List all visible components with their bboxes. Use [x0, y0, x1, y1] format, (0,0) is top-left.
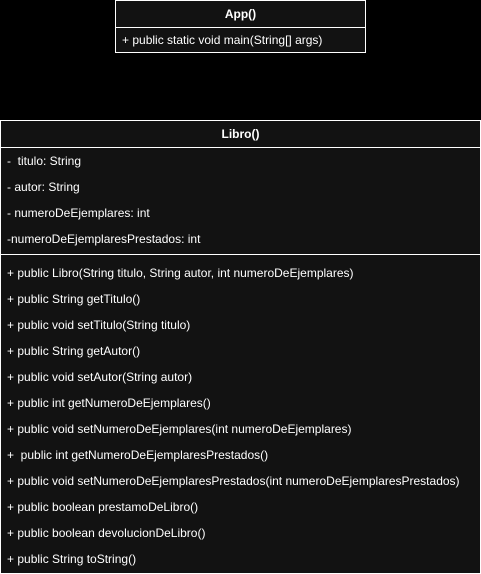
app-class-name: App(): [116, 1, 365, 28]
method-set-autor: + public void setAutor(String autor): [7, 370, 193, 384]
method-constructor: + public Libro(String titulo, String aut…: [7, 266, 354, 280]
libro-methods-section: + public Libro(String titulo, String aut…: [1, 255, 480, 572]
attribute-titulo: - titulo: String: [7, 154, 82, 168]
libro-class-box[interactable]: Libro() - titulo: String - autor: String…: [0, 120, 481, 574]
libro-class-name: Libro(): [1, 121, 480, 148]
method-get-numero-de-ejemplares-prestados: + public int getNumeroDeEjemplaresPresta…: [7, 448, 269, 462]
method-get-autor: + public String getAutor(): [7, 344, 141, 358]
attribute-autor: - autor: String: [7, 180, 80, 194]
method-get-numero-de-ejemplares: + public int getNumeroDeEjemplares(): [7, 396, 211, 410]
attribute-numero-de-ejemplares: - numeroDeEjemplares: int: [7, 206, 150, 220]
attribute-numero-de-ejemplares-prestados: -numeroDeEjemplaresPrestados: int: [7, 232, 201, 246]
method-set-titulo: + public void setTitulo(String titulo): [7, 318, 191, 332]
method-set-numero-de-ejemplares: + public void setNumeroDeEjemplares(int …: [7, 422, 352, 436]
method-get-titulo: + public String getTitulo(): [7, 292, 141, 306]
method-prestamo-de-libro: + public boolean prestamoDeLibro(): [7, 500, 199, 514]
method-main: + public static void main(String[] args): [122, 33, 323, 47]
app-class-box[interactable]: App() + public static void main(String[]…: [115, 0, 366, 53]
method-to-string: + public String toString(): [7, 552, 137, 566]
libro-attributes-section: - titulo: String - autor: String - numer…: [1, 148, 480, 255]
method-set-numero-de-ejemplares-prestados: + public void setNumeroDeEjemplaresPrest…: [7, 474, 460, 488]
method-devolucion-de-libro: + public boolean devolucionDeLibro(): [7, 526, 206, 540]
app-methods-section: + public static void main(String[] args): [116, 28, 365, 52]
